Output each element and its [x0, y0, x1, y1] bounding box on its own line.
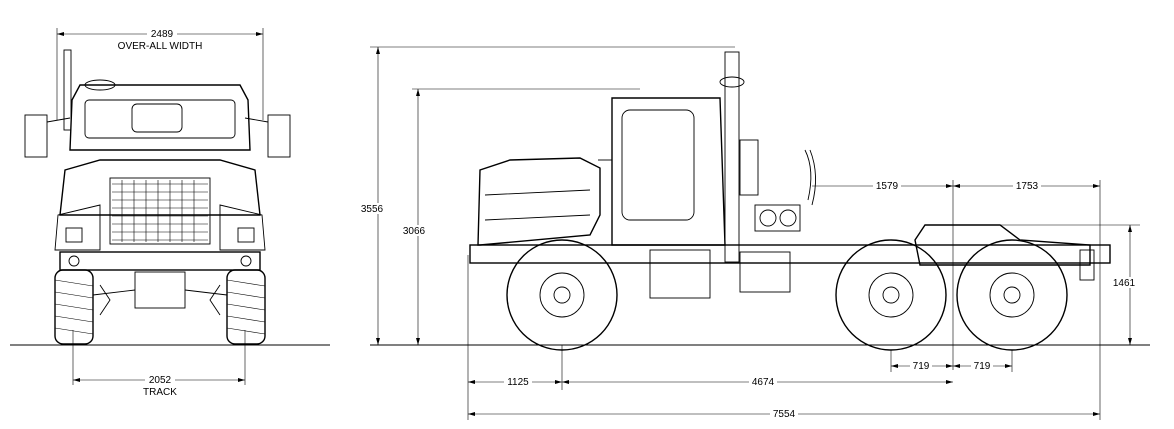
- fifth-wheel-offset-label: 1579: [876, 181, 899, 192]
- overall-width-caption: OVER-ALL WIDTH: [118, 41, 203, 52]
- overall-height-label: 3556: [361, 204, 384, 215]
- track-caption: TRACK: [143, 387, 177, 398]
- overall-length-label: 7554: [773, 409, 796, 420]
- fifth-wheel-height-label: 1461: [1113, 278, 1136, 289]
- wheelbase-label: 4674: [752, 377, 775, 388]
- side-view: [370, 46, 1150, 420]
- front-overhang-label: 1125: [507, 377, 529, 388]
- cab-height-label: 3066: [403, 226, 426, 237]
- front-view: [10, 28, 330, 385]
- overall-width-label: 2489: [151, 29, 174, 40]
- rear-section-label: 1753: [1016, 181, 1039, 192]
- track-label: 2052: [149, 375, 172, 386]
- tandem-spacing-front-label: 719: [913, 361, 930, 372]
- tandem-spacing-rear-label: 719: [974, 361, 991, 372]
